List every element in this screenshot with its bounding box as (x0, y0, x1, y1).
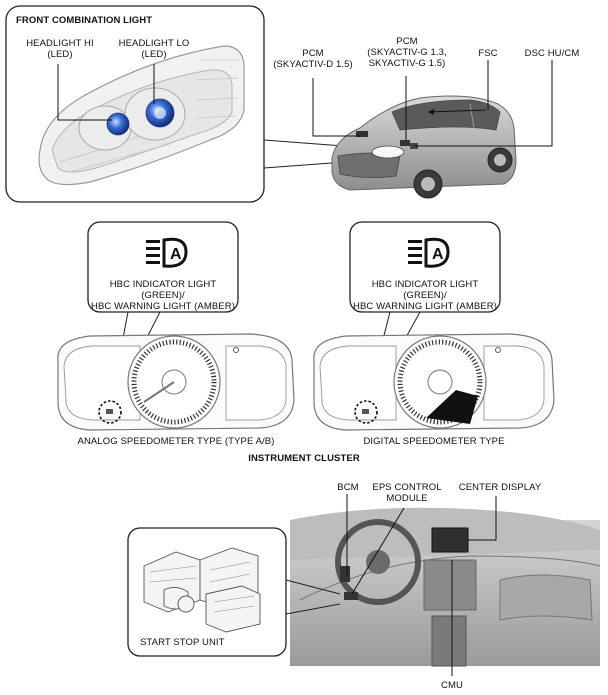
pcm-g-module (400, 140, 410, 146)
digital-cluster-caption: DIGITAL SPEEDOMETER TYPE (363, 436, 505, 447)
headlight-hi-label: HEADLIGHT HI (LED) (26, 38, 94, 60)
pcm-skyactiv-g-label: PCM (SKYACTIV-G 1.3, SKYACTIV-G 1.5) (367, 36, 447, 69)
start-stop-unit-label: START STOP UNIT (140, 637, 225, 648)
dsc-leader (414, 60, 553, 147)
pcm-d-module (356, 131, 368, 137)
digital-hbc-callout-text: HBC INDICATOR LIGHT (GREEN)/ HBC WARNING… (353, 279, 497, 312)
analog-hbc-callout-text: HBC INDICATOR LIGHT (GREEN)/ HBC WARNING… (91, 279, 235, 312)
dsc-hu-cm-label: DSC HU/CM (524, 48, 580, 59)
center-display-leader (468, 496, 497, 541)
digital-cluster-group (313, 221, 555, 431)
eps-control-module-label: EPS CONTROL MODULE (372, 482, 442, 504)
eps-module (344, 592, 358, 600)
analog-cluster-group (57, 221, 295, 431)
start-stop-unit-panel (127, 527, 341, 657)
headlight-hi-leader (57, 64, 112, 121)
fsc-label: FSC (478, 48, 498, 59)
analog-cluster-caption: ANALOG SPEEDOMETER TYPE (TYPE A/B) (77, 436, 275, 447)
center-display-label: CENTER DISPLAY (458, 482, 542, 493)
pcm-skyactiv-d-label: PCM (SKYACTIV-D 1.5) (273, 48, 353, 70)
dashboard-illustration (290, 507, 601, 667)
front-combination-light-title: FRONT COMBINATION LIGHT (16, 15, 153, 26)
bcm-label: BCM (337, 482, 359, 493)
front-combination-light-panel (5, 5, 265, 203)
bcm-module (340, 566, 350, 582)
headlight-lo-label: HEADLIGHT LO (LED) (118, 38, 190, 60)
center-display-screen (431, 527, 469, 553)
eps-leader (351, 507, 405, 595)
analog-hbc-indicator-marker (98, 400, 122, 424)
pcm-d-leader (312, 78, 360, 137)
cmu-label: CMU (441, 680, 463, 691)
headlight-hi-lens (106, 112, 130, 136)
digital-hbc-indicator-marker (354, 400, 378, 424)
instrument-cluster-title: INSTRUMENT CLUSTER (248, 453, 360, 464)
car-illustration (331, 95, 517, 199)
